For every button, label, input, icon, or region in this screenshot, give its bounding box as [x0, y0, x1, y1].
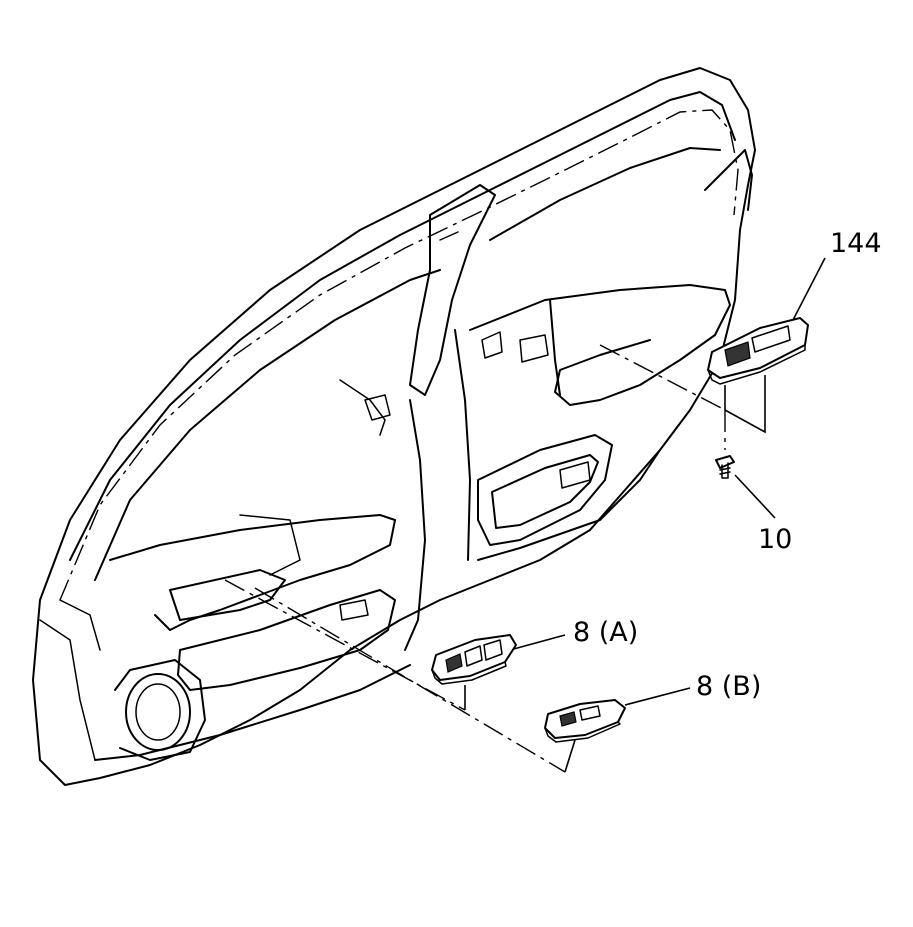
switch-8a	[431, 634, 517, 685]
callout-10: 10	[758, 524, 792, 555]
switch-panel-144	[707, 317, 809, 385]
callout-8a: 8 (A)	[573, 617, 638, 648]
screw-10	[715, 455, 735, 479]
callout-144: 144	[830, 228, 882, 259]
leader-lines	[224, 257, 826, 773]
door-assembly	[32, 67, 756, 786]
callout-8b: 8 (B)	[696, 671, 761, 702]
switch-8b	[544, 699, 626, 743]
